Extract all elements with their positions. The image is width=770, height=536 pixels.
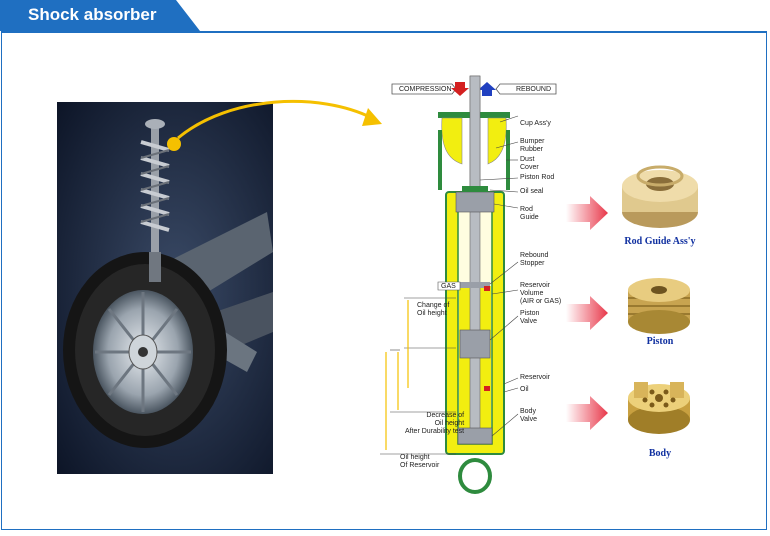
caption-rod-guide: Rod Guide Ass'y: [624, 236, 696, 247]
callout-rod-guide: Rod Guide: [520, 206, 539, 221]
gas-label: GAS: [441, 283, 456, 290]
callout-dot: [167, 137, 181, 151]
content-panel: [1, 31, 767, 530]
car-suspension-photo: [57, 102, 273, 474]
piston-part-illustration: [628, 278, 690, 334]
callout-bumper: Bumper Rubber: [520, 138, 545, 153]
compression-arrow-icon: [451, 82, 469, 96]
callout-rebound-stopper: Rebound Stopper: [520, 252, 549, 267]
label-decrease-of-oil-height: Decrease of Oil height After Durability …: [405, 412, 465, 435]
callout-piston-rod: Piston Rod: [520, 174, 555, 181]
header-tab-shape: [0, 0, 200, 31]
curved-arrow: [177, 99, 373, 140]
body-valve-part-illustration: [628, 382, 690, 434]
callout-oil: Oil: [520, 386, 529, 393]
header-tab: Shock absorber: [0, 0, 200, 31]
label-oil-height-reservoir: Oil height Of Reservoir: [400, 454, 440, 469]
callout-reservoir: Reservoir: [520, 374, 550, 381]
callout-reservoir-volume: Reservoir Volume (AIR or GAS): [520, 282, 562, 305]
callout-piston-valve: Piston Valve: [520, 310, 540, 325]
rebound-arrow-icon: [478, 82, 496, 96]
pointer-arrow-icon: [566, 296, 608, 330]
callout-oil-seal: Oil seal: [520, 188, 544, 195]
pointer-arrow-icon: [566, 196, 608, 230]
rebound-label: REBOUND: [516, 86, 552, 93]
caption-piston: Piston: [646, 336, 674, 347]
arrow-head-icon: [362, 108, 382, 126]
rod-guide-part-illustration: [622, 165, 698, 228]
label-change-of-oil-height: Change of Oil height: [417, 302, 450, 317]
caption-body: Body: [648, 448, 672, 459]
page-title: Shock absorber: [28, 5, 157, 24]
callout-body-valve: Body Valve: [520, 408, 537, 423]
compression-label: COMPRESSION: [399, 86, 452, 93]
pointer-arrow-icon: [566, 396, 608, 430]
callout-dust: Dust Cover: [520, 156, 539, 171]
callout-cup: Cup Ass'y: [520, 120, 551, 127]
